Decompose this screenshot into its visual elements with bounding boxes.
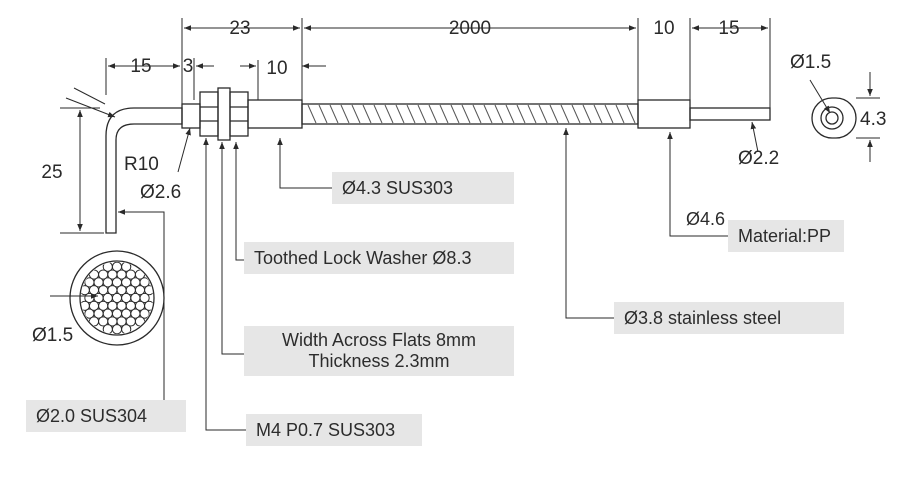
flats-leader xyxy=(219,142,244,355)
end-height-4-3: 4.3 xyxy=(860,109,886,130)
dim-10-right: 10 xyxy=(653,18,674,39)
end-sleeve xyxy=(637,99,691,129)
end-dia-leader xyxy=(667,132,728,237)
callout-thread-text: M4 P0.7 SUS303 xyxy=(256,419,396,440)
dim-23: 23 xyxy=(229,18,250,39)
dim-10-mid: 10 xyxy=(266,58,287,79)
dim-3: 3 xyxy=(183,56,194,77)
callout-flats: Width Across Flats 8mm Thickness 2.3mm xyxy=(244,326,514,376)
fiber-tail xyxy=(689,107,771,121)
sheath-leader xyxy=(277,138,332,189)
callout-sheath: Ø4.3 SUS303 xyxy=(332,172,514,204)
callout-probe: Ø2.0 SUS304 xyxy=(26,400,186,432)
dia-2-6: Ø2.6 xyxy=(140,182,181,203)
thread-leader xyxy=(203,138,246,431)
hex-nut-left xyxy=(199,91,219,137)
radius-r10: R10 xyxy=(124,154,159,175)
callout-end-material-text: Material:PP xyxy=(738,225,832,246)
callout-flats-line1: Width Across Flats 8mm xyxy=(281,330,477,350)
callout-thread: M4 P0.7 SUS303 xyxy=(246,414,422,446)
threaded-body xyxy=(247,99,303,129)
r10-leader xyxy=(65,97,116,118)
callout-flats-line2: Thickness 2.3mm xyxy=(308,351,450,371)
fiber-bundle-section xyxy=(69,250,165,346)
dia-2-6-leader xyxy=(177,127,191,173)
callout-end-material: Material:PP xyxy=(728,220,844,252)
dia-2-2: Ø2.2 xyxy=(738,148,779,169)
callout-washer: Toothed Lock Washer Ø8.3 xyxy=(244,242,514,274)
callout-stainless-text: Ø3.8 stainless steel xyxy=(624,307,782,328)
end-view xyxy=(811,97,857,139)
sheath-twist-lines xyxy=(307,104,636,124)
callout-washer-text: Toothed Lock Washer Ø8.3 xyxy=(254,247,472,268)
lock-washer xyxy=(217,87,231,141)
probe-collar xyxy=(181,103,201,129)
callout-end-dia: Ø4.6 xyxy=(676,204,736,234)
washer-leader xyxy=(233,142,244,261)
dim-15-left: 15 xyxy=(130,56,151,77)
callout-end-dia-text: Ø4.6 xyxy=(686,208,726,229)
dim-25: 25 xyxy=(41,162,62,183)
section-dia-1-5: Ø1.5 xyxy=(32,325,73,346)
dim-2000: 2000 xyxy=(449,18,491,39)
dim-15-right: 15 xyxy=(718,18,739,39)
callout-sheath-text: Ø4.3 SUS303 xyxy=(342,177,454,198)
hex-nut-right xyxy=(229,91,249,137)
end-dia-1-5: Ø1.5 xyxy=(790,52,831,73)
probe-leader xyxy=(118,209,165,400)
stainless-leader xyxy=(563,128,614,319)
callout-probe-text: Ø2.0 SUS304 xyxy=(36,405,148,426)
callout-stainless: Ø3.8 stainless steel xyxy=(614,302,844,334)
